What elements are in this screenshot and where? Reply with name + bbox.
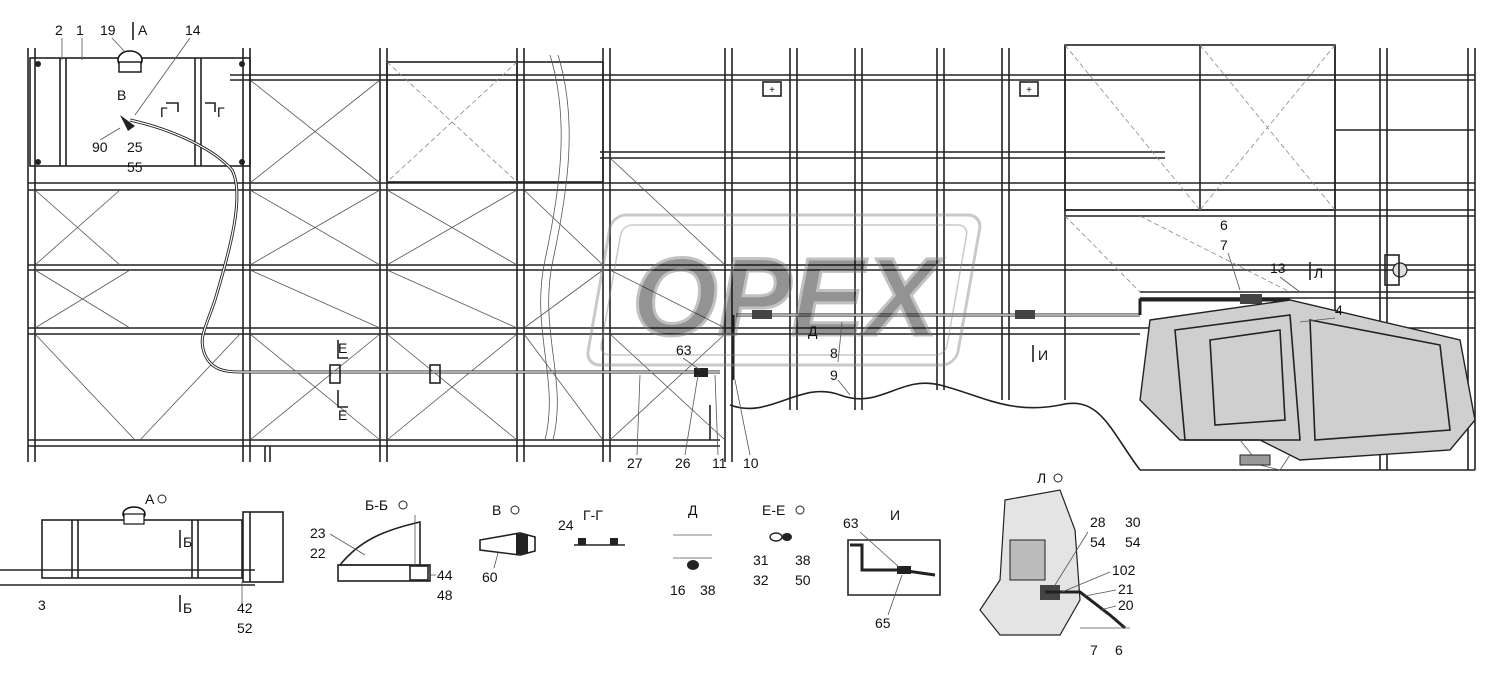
engine-block bbox=[1139, 262, 1476, 471]
detail-V-title: В bbox=[492, 502, 501, 518]
detail-EE-title: Е-Е bbox=[762, 502, 785, 518]
detail-view-GG: Г-Г 24 bbox=[558, 507, 625, 546]
svg-text:+: + bbox=[769, 85, 775, 96]
callout-55: 55 bbox=[127, 159, 143, 175]
mark-L: Л bbox=[1314, 265, 1323, 281]
mark-A: А bbox=[138, 22, 148, 38]
callout-10: 10 bbox=[743, 455, 759, 471]
detail-A-callout-42: 42 bbox=[237, 600, 253, 616]
detail-view-BB: Б-Б 23 22 44 48 bbox=[310, 497, 453, 603]
detail-I-callout-63: 63 bbox=[843, 515, 859, 531]
mark-E2: Е bbox=[338, 407, 347, 423]
mark-D: Д bbox=[808, 323, 818, 339]
callout-2: 2 bbox=[55, 22, 63, 38]
callout-63: 63 bbox=[676, 342, 692, 358]
callout-7: 7 bbox=[1220, 237, 1228, 253]
detail-L-callout-30: 30 bbox=[1125, 514, 1141, 530]
detail-A-callout-52: 52 bbox=[237, 620, 253, 636]
detail-BB-callout-23: 23 bbox=[310, 525, 326, 541]
detail-view-EE: Е-Е 31 32 38 50 bbox=[753, 502, 811, 588]
detail-EE-callout-32: 32 bbox=[753, 572, 769, 588]
callout-1: 1 bbox=[76, 22, 84, 38]
detail-L-callout-7: 7 bbox=[1090, 642, 1098, 658]
detail-view-I: И 63 65 bbox=[843, 507, 941, 631]
detail-I-title: И bbox=[890, 507, 900, 523]
detail-GG-title: Г-Г bbox=[583, 507, 603, 523]
detail-D-title: Д bbox=[688, 502, 698, 518]
detail-L-callout-20: 20 bbox=[1118, 597, 1134, 613]
detail-D-callout-16: 16 bbox=[670, 582, 686, 598]
detail-L-callout-54a: 54 bbox=[1090, 534, 1106, 550]
detail-L-title: Л bbox=[1037, 470, 1046, 486]
detail-D-callout-38: 38 bbox=[700, 582, 716, 598]
detail-EE-callout-38: 38 bbox=[795, 552, 811, 568]
detail-V-callout-60: 60 bbox=[482, 569, 498, 585]
detail-L-callout-28: 28 bbox=[1090, 514, 1106, 530]
frame-bracing bbox=[34, 44, 1336, 441]
detail-BB-callout-44: 44 bbox=[437, 567, 453, 583]
detail-EE-callout-31: 31 bbox=[753, 552, 769, 568]
detail-BB-callout-22: 22 bbox=[310, 545, 326, 561]
mark-I: И bbox=[1038, 347, 1048, 363]
detail-view-V: В 60 bbox=[479, 502, 536, 585]
cut-lines bbox=[540, 54, 570, 441]
detail-BB-title: Б-Б bbox=[365, 497, 388, 513]
mark-E1: Е bbox=[338, 340, 347, 356]
detail-view-D: Д 16 38 bbox=[670, 502, 716, 598]
svg-text:+: + bbox=[1026, 85, 1032, 96]
detail-I-callout-65: 65 bbox=[875, 615, 891, 631]
callout-14: 14 bbox=[185, 22, 201, 38]
detail-view-L: Л 28 54 30 54 102 21 20 7 6 bbox=[979, 470, 1141, 658]
detail-BB-callout-48: 48 bbox=[437, 587, 453, 603]
detail-L-callout-54b: 54 bbox=[1125, 534, 1141, 550]
callout-8: 8 bbox=[830, 345, 838, 361]
detail-A-mark-B2: Б bbox=[183, 600, 192, 616]
watermark-text: OPEX bbox=[632, 236, 943, 359]
callout-9: 9 bbox=[830, 367, 838, 383]
detail-GG-callout-24: 24 bbox=[558, 517, 574, 533]
callout-6: 6 bbox=[1220, 217, 1228, 233]
mark-V: В bbox=[117, 87, 126, 103]
detail-A-callout-3: 3 bbox=[38, 597, 46, 613]
callout-13: 13 bbox=[1270, 260, 1286, 276]
frame-markers: + + bbox=[329, 81, 1400, 384]
detail-EE-callout-50: 50 bbox=[795, 572, 811, 588]
callout-27: 27 bbox=[627, 455, 643, 471]
main-section-marks: А В Г Г Д Е Е И Л bbox=[117, 22, 1323, 423]
main-callouts: 2 1 19 14 90 25 55 63 8 9 27 26 11 10 6 … bbox=[55, 22, 1343, 471]
detail-A-title: А bbox=[145, 491, 155, 507]
fuel-tank bbox=[29, 50, 251, 167]
callout-19: 19 bbox=[100, 22, 116, 38]
detail-L-callout-102: 102 bbox=[1112, 562, 1136, 578]
callout-11: 11 bbox=[712, 455, 727, 471]
detail-L-callout-21: 21 bbox=[1118, 581, 1134, 597]
mark-G1: Г bbox=[160, 104, 168, 120]
callout-25: 25 bbox=[127, 139, 143, 155]
detail-L-callout-6: 6 bbox=[1115, 642, 1123, 658]
opex-watermark: OPEX bbox=[586, 213, 982, 367]
callout-90: 90 bbox=[92, 139, 108, 155]
callout-26: 26 bbox=[675, 455, 691, 471]
detail-view-A: А Б Б 3 42 52 bbox=[0, 491, 284, 636]
fuel-line bbox=[120, 115, 1290, 380]
mark-G2: Г bbox=[217, 104, 225, 120]
callout-4: 4 bbox=[1335, 302, 1343, 318]
detail-A-mark-B1: Б bbox=[183, 534, 192, 550]
